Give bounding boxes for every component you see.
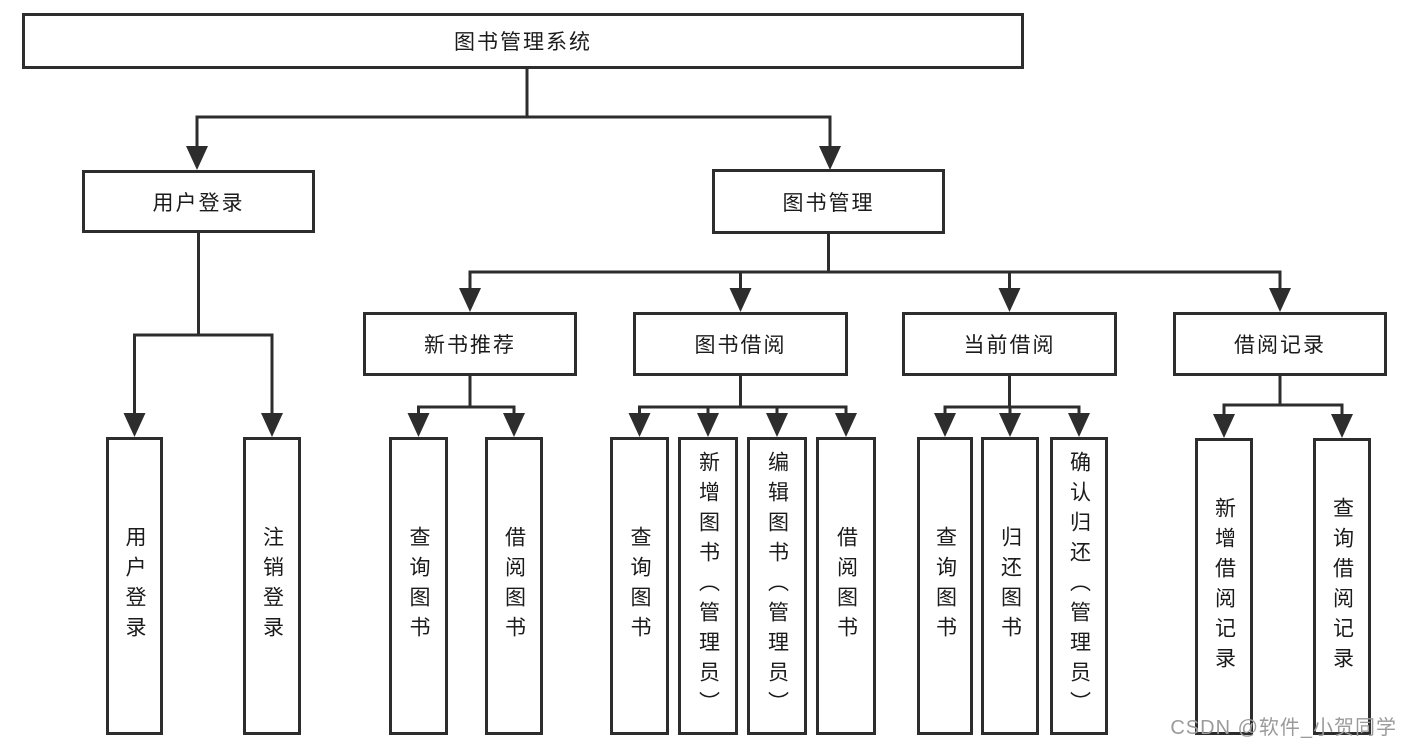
- node-new-book-recommend-label: 新书推荐: [424, 334, 516, 357]
- arrowhead-icon: [819, 146, 841, 170]
- leaf-add-borrow-record-label: 新增借阅记录: [1212, 496, 1236, 677]
- arrowhead-icon: [998, 288, 1021, 312]
- arrowhead-icon: [628, 413, 651, 437]
- leaf-query-books-2-label: 查询图书: [628, 526, 652, 646]
- leaf-query-books-1: 查询图书: [389, 437, 448, 735]
- leaf-query-books-1-label: 查询图书: [407, 526, 431, 646]
- leaf-add-book-admin: 新增图书（管理员）: [678, 437, 738, 735]
- arrowhead-icon: [835, 413, 857, 437]
- arrowhead-icon: [1068, 413, 1090, 437]
- leaf-edit-book-admin: 编辑图书（管理员）: [747, 437, 807, 735]
- leaf-logout-label: 注销登录: [260, 526, 284, 646]
- leaf-query-books-2: 查询图书: [610, 437, 669, 735]
- node-book-borrowing-label: 图书借阅: [694, 334, 787, 357]
- node-book-borrowing: 图书借阅: [633, 312, 848, 376]
- leaf-query-books-3-label: 查询图书: [933, 526, 957, 646]
- leaf-user-login-label: 用户登录: [123, 526, 147, 646]
- leaf-user-login: 用户登录: [106, 437, 163, 735]
- arrowhead-icon: [1331, 414, 1353, 438]
- leaf-confirm-return-admin: 确认归还（管理员）: [1050, 437, 1108, 735]
- node-root-label: 图书管理系统: [454, 31, 592, 54]
- leaf-query-borrow-record-label: 查询借阅记录: [1330, 496, 1354, 677]
- leaf-return-book-label: 归还图书: [998, 526, 1022, 646]
- leaf-borrow-books-1: 借阅图书: [485, 437, 543, 735]
- leaf-add-book-admin-label: 新增图书（管理员）: [696, 451, 720, 721]
- leaf-logout: 注销登录: [243, 437, 301, 735]
- leaf-return-book: 归还图书: [981, 437, 1039, 735]
- node-user-login: 用户登录: [82, 170, 315, 233]
- leaf-borrow-books-2: 借阅图书: [816, 437, 876, 735]
- arrowhead-icon: [186, 146, 208, 170]
- leaf-borrow-books-2-label: 借阅图书: [834, 526, 858, 646]
- arrowhead-icon: [407, 413, 430, 437]
- arrowhead-icon: [766, 413, 788, 437]
- arrowhead-icon: [1269, 288, 1291, 312]
- leaf-borrow-books-1-label: 借阅图书: [502, 526, 526, 646]
- node-user-login-label: 用户登录: [152, 191, 245, 215]
- arrowhead-icon: [729, 288, 752, 312]
- arrowhead-icon: [999, 413, 1021, 437]
- arrowhead-icon: [503, 413, 525, 437]
- arrowhead-icon: [261, 413, 283, 437]
- node-root: 图书管理系统: [22, 13, 1024, 69]
- arrowhead-icon: [459, 288, 481, 312]
- csdn-watermark: CSDN @软件_小贺同学: [1170, 717, 1397, 739]
- node-borrowing-records-label: 借阅记录: [1234, 334, 1326, 357]
- leaf-add-borrow-record: 新增借阅记录: [1195, 438, 1253, 735]
- node-current-borrowing-label: 当前借阅: [963, 334, 1056, 357]
- arrowhead-icon: [934, 413, 956, 437]
- arrowhead-icon: [697, 413, 719, 437]
- arrowhead-icon: [1213, 414, 1235, 438]
- leaf-query-borrow-record: 查询借阅记录: [1313, 438, 1371, 735]
- arrowhead-icon: [123, 413, 146, 437]
- node-borrowing-records: 借阅记录: [1173, 312, 1387, 376]
- leaf-confirm-return-admin-label: 确认归还（管理员）: [1067, 451, 1091, 721]
- node-book-management: 图书管理: [712, 169, 945, 234]
- node-new-book-recommend: 新书推荐: [363, 312, 577, 376]
- leaf-query-books-3: 查询图书: [917, 437, 973, 735]
- node-book-management-label: 图书管理: [782, 191, 875, 215]
- leaf-edit-book-admin-label: 编辑图书（管理员）: [765, 451, 789, 721]
- node-current-borrowing: 当前借阅: [902, 312, 1117, 376]
